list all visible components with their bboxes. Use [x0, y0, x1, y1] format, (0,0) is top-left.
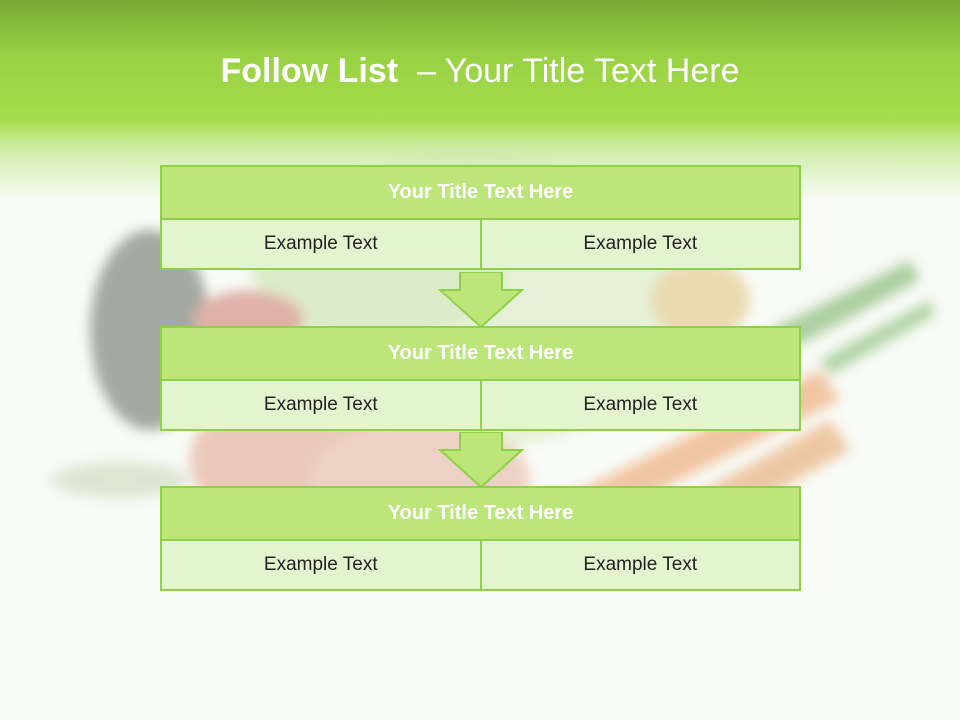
step-cell-left: Example Text	[160, 381, 482, 431]
step-cell-right: Example Text	[481, 220, 801, 270]
step-title: Your Title Text Here	[160, 486, 801, 541]
step-block-1: Your Title Text Here Example Text Exampl…	[160, 165, 801, 270]
step-cell-left: Example Text	[160, 220, 482, 270]
step-cell-right: Example Text	[481, 381, 801, 431]
down-arrow-icon	[438, 432, 524, 488]
page-title: Follow List – Your Title Text Here	[0, 52, 960, 91]
step-row: Example Text Example Text	[160, 220, 801, 270]
step-block-3: Your Title Text Here Example Text Exampl…	[160, 486, 801, 591]
title-bold: Follow List	[220, 52, 399, 90]
title-rest: – Your Title Text Here	[416, 52, 740, 90]
step-block-2: Your Title Text Here Example Text Exampl…	[160, 326, 801, 431]
step-row: Example Text Example Text	[160, 541, 801, 591]
step-cell-left: Example Text	[160, 541, 482, 591]
step-row: Example Text Example Text	[160, 381, 801, 431]
step-cell-right: Example Text	[481, 541, 801, 591]
down-arrow-icon	[438, 272, 524, 328]
step-title: Your Title Text Here	[160, 165, 801, 220]
step-title: Your Title Text Here	[160, 326, 801, 381]
